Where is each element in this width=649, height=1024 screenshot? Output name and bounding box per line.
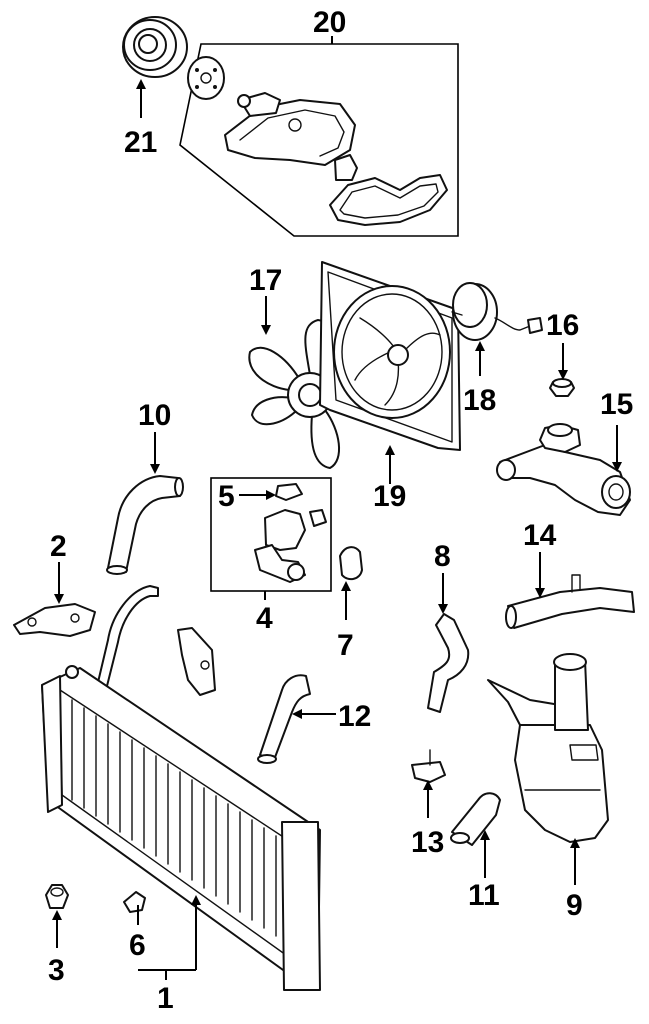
fan-motor-part xyxy=(451,282,543,341)
callout-17: 17 xyxy=(249,264,282,297)
callout-20: 20 xyxy=(313,6,346,39)
small-hose-11-part xyxy=(450,792,501,846)
water-pump-assembly-box xyxy=(179,43,459,237)
callout-16: 16 xyxy=(546,309,579,342)
reservoir-part xyxy=(487,653,609,843)
callout-3: 3 xyxy=(48,954,65,987)
grommet-part xyxy=(45,884,69,909)
callout-14: 14 xyxy=(523,519,557,552)
callout-19: 19 xyxy=(373,480,406,513)
callout-9: 9 xyxy=(566,889,583,922)
overflow-tube-part xyxy=(94,585,159,699)
pipe-14-part xyxy=(505,574,635,629)
callout-5: 5 xyxy=(218,480,235,513)
callout-4: 4 xyxy=(256,602,273,635)
radiator-cap-part xyxy=(549,378,575,397)
callout-18: 18 xyxy=(463,384,496,417)
thermostat-housing-part xyxy=(496,423,631,516)
callout-11: 11 xyxy=(468,879,500,912)
callout-13: 13 xyxy=(411,826,444,859)
callout-10: 10 xyxy=(138,399,171,432)
drain-plug-part xyxy=(123,891,146,913)
mounting-bracket-part xyxy=(177,627,216,696)
callout-7: 7 xyxy=(337,629,354,662)
callout-12: 12 xyxy=(338,700,371,733)
lower-hose-part xyxy=(257,674,311,764)
fan-shroud-part xyxy=(319,261,461,451)
pulley-part xyxy=(122,16,188,78)
small-hose-part xyxy=(339,546,363,581)
hose-8-part xyxy=(427,613,470,713)
radiator-part xyxy=(41,665,321,991)
bracket-part xyxy=(13,603,96,637)
sensor-part xyxy=(254,483,327,583)
connector-part xyxy=(411,749,446,783)
callout-6: 6 xyxy=(129,929,146,962)
callout-21: 21 xyxy=(124,126,157,159)
water-pump-part xyxy=(187,56,448,226)
callout-2: 2 xyxy=(50,530,67,563)
sensor-assembly-box xyxy=(210,477,332,592)
callout-1: 1 xyxy=(157,982,174,1015)
callout-15: 15 xyxy=(600,388,633,421)
upper-hose-part xyxy=(106,475,184,575)
callout-8: 8 xyxy=(434,540,451,573)
